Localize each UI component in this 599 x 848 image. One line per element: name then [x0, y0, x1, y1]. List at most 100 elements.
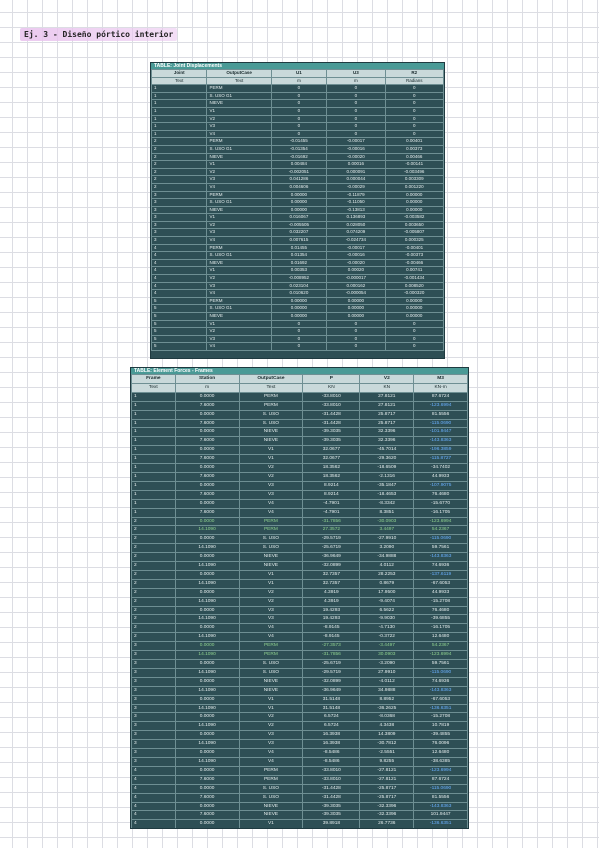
- col-station-header: Station: [174, 374, 240, 384]
- table-cell: 26.7736: [359, 819, 415, 828]
- table-cell: 5: [151, 334, 208, 344]
- table-cell: 14.1090: [174, 703, 240, 714]
- table-cell: 7.6000: [174, 792, 240, 803]
- table-cell: V1: [206, 266, 272, 276]
- table-cell: -36.9649: [302, 685, 361, 696]
- table-cell: 14.1090: [174, 614, 240, 625]
- table-cell: -18.4653: [359, 489, 415, 500]
- table-cell: V2: [238, 596, 304, 607]
- table-cell: 1: [131, 409, 176, 420]
- table-cell: 0.01354: [270, 251, 328, 260]
- table-cell: 0.0000: [174, 409, 240, 420]
- table-cell: 2: [131, 569, 176, 580]
- table-cell: 0.00401: [384, 137, 444, 146]
- table-cell: -0.000320: [384, 289, 444, 298]
- table-cell: 0: [326, 334, 386, 344]
- table-cell: 14.1090: [174, 739, 240, 750]
- table-cell: 25.8717: [359, 409, 415, 420]
- table-cell: -2.5551: [359, 748, 415, 758]
- table-cell: -0.003582: [384, 213, 444, 222]
- col-m3-header: M3: [413, 374, 468, 384]
- unit-cell: KN: [359, 382, 415, 393]
- table-cell: V4: [206, 129, 272, 139]
- table-cell: 0.00000: [270, 304, 328, 313]
- table-cell: -143.8363: [413, 552, 468, 563]
- table-cell: -9.9030: [359, 614, 415, 625]
- table-cell: 0.0000: [174, 819, 240, 828]
- table-cell: 44.9933: [413, 471, 468, 482]
- col-u1-header: U1: [270, 69, 328, 78]
- units-row: Text m Text KN KN KN-m: [131, 382, 468, 393]
- table-cell: 0.0000: [174, 587, 240, 598]
- table-cell: -0.00017: [326, 243, 386, 253]
- table-cell: 14.1090: [174, 756, 240, 767]
- table-cell: -15.2708: [413, 712, 468, 723]
- table-cell: V1: [238, 445, 304, 456]
- table-cell: V2: [206, 114, 272, 124]
- table-cell: -25.8717: [359, 783, 415, 794]
- table-cell: -0.00141: [384, 160, 444, 169]
- table-cell: 0.00484: [270, 160, 328, 169]
- table-cell: 0: [326, 342, 386, 351]
- table-cell: V3: [206, 228, 272, 238]
- table-cell: 0: [326, 319, 386, 329]
- table-cell: -8.3342: [359, 498, 415, 509]
- table-cell: 2: [131, 605, 176, 616]
- table-cell: NIEVE: [238, 561, 304, 571]
- table-cell: V4: [206, 236, 272, 245]
- table-cell: 0: [384, 106, 444, 116]
- table-cell: V2: [238, 712, 304, 723]
- table-cell: 0: [270, 129, 328, 139]
- table-cell: V1: [238, 694, 304, 705]
- table-cell: 3.4497: [359, 525, 415, 536]
- table-cell: -36.2625: [359, 703, 415, 714]
- table-cell: 5: [151, 327, 208, 336]
- table-cell: 0.007615: [270, 236, 328, 245]
- table-cell: 2: [131, 596, 176, 607]
- table-cell: 0.028050: [326, 220, 386, 230]
- col-u3-header: U3: [326, 69, 386, 78]
- table-cell: -30.0903: [359, 516, 415, 527]
- joint-displacements-grid: Joint OutputCase U1 U3 R2 Text Text m m …: [151, 69, 444, 351]
- table-cell: 0.0000: [174, 712, 240, 723]
- table-cell: -32.3396: [359, 810, 415, 821]
- table-cell: -15.2708: [413, 596, 468, 607]
- element-forces-grid: Frame Station OutputCase P V2 M3 Text m …: [131, 374, 468, 828]
- unit-cell: m: [270, 76, 328, 86]
- table-cell: 19.4293: [302, 614, 361, 625]
- table-cell: 0: [270, 334, 328, 344]
- table-cell: -27.9910: [359, 534, 415, 545]
- table-cell: -0.024734: [326, 236, 386, 245]
- table-cell: NIEVE: [238, 801, 304, 812]
- table-cell: 87.6724: [413, 391, 468, 402]
- table-cell: 1: [151, 114, 208, 124]
- unit-cell: Radians: [384, 76, 444, 86]
- table-cell: 0.0000: [174, 783, 240, 794]
- table-cell: 0.0000: [174, 765, 240, 776]
- table-cell: 14.3809: [359, 730, 415, 741]
- table-cell: 0.00000: [384, 198, 444, 207]
- table-cell: 8.9214: [302, 480, 361, 491]
- table-cell: 0.0000: [174, 801, 240, 812]
- table-cell: NIEVE: [206, 258, 272, 268]
- table-cell: 0: [270, 342, 328, 351]
- table-cell: 0.00000: [326, 312, 386, 321]
- table-cell: 1: [131, 400, 176, 411]
- page-heading: Ej. 3 - Diseño pórtico interior: [20, 28, 178, 41]
- table-cell: 0: [384, 319, 444, 329]
- table-cell: 76.4680: [413, 489, 468, 500]
- joint-displacements-table: TABLE: Joint Displacements Joint OutputC…: [150, 62, 445, 359]
- table-cell: 1: [131, 471, 176, 482]
- table-cell: 2: [151, 144, 208, 154]
